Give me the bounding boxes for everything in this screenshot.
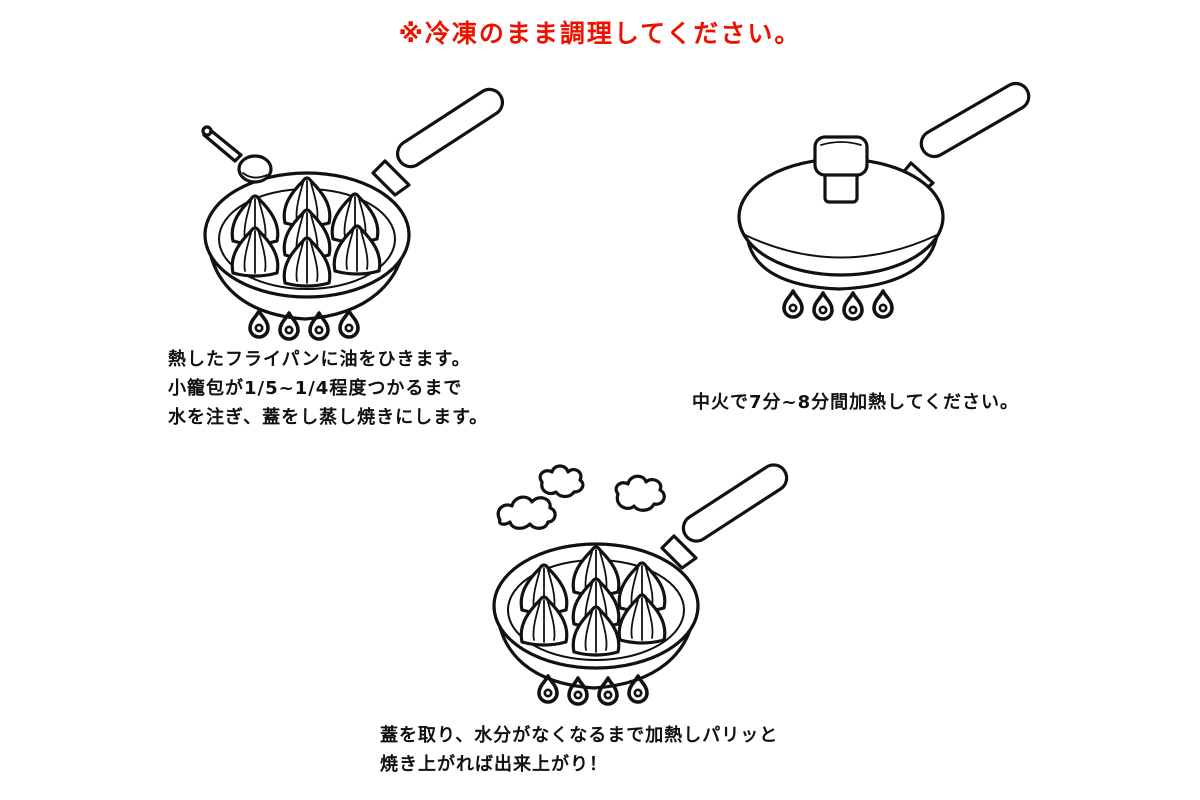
covered-pan-icon (737, 81, 1031, 321)
step-1-instructions: 熱したフライパンに油をひきます。 小籠包が1/5~1/4程度つかるまで 水を注ぎ… (168, 349, 489, 428)
pan-steam-icon (492, 463, 789, 706)
step-3-instructions: 蓋を取り、水分がなくなるまで加熱しパリッと 焼き上がれば出来上がり！ (380, 725, 779, 775)
page-title: ※冷凍のまま調理してください。 (398, 19, 802, 48)
frying-pan-oil-icon (201, 87, 505, 341)
step-2-instructions: 中火で7分~8分間加熱してください。 (692, 392, 1020, 413)
